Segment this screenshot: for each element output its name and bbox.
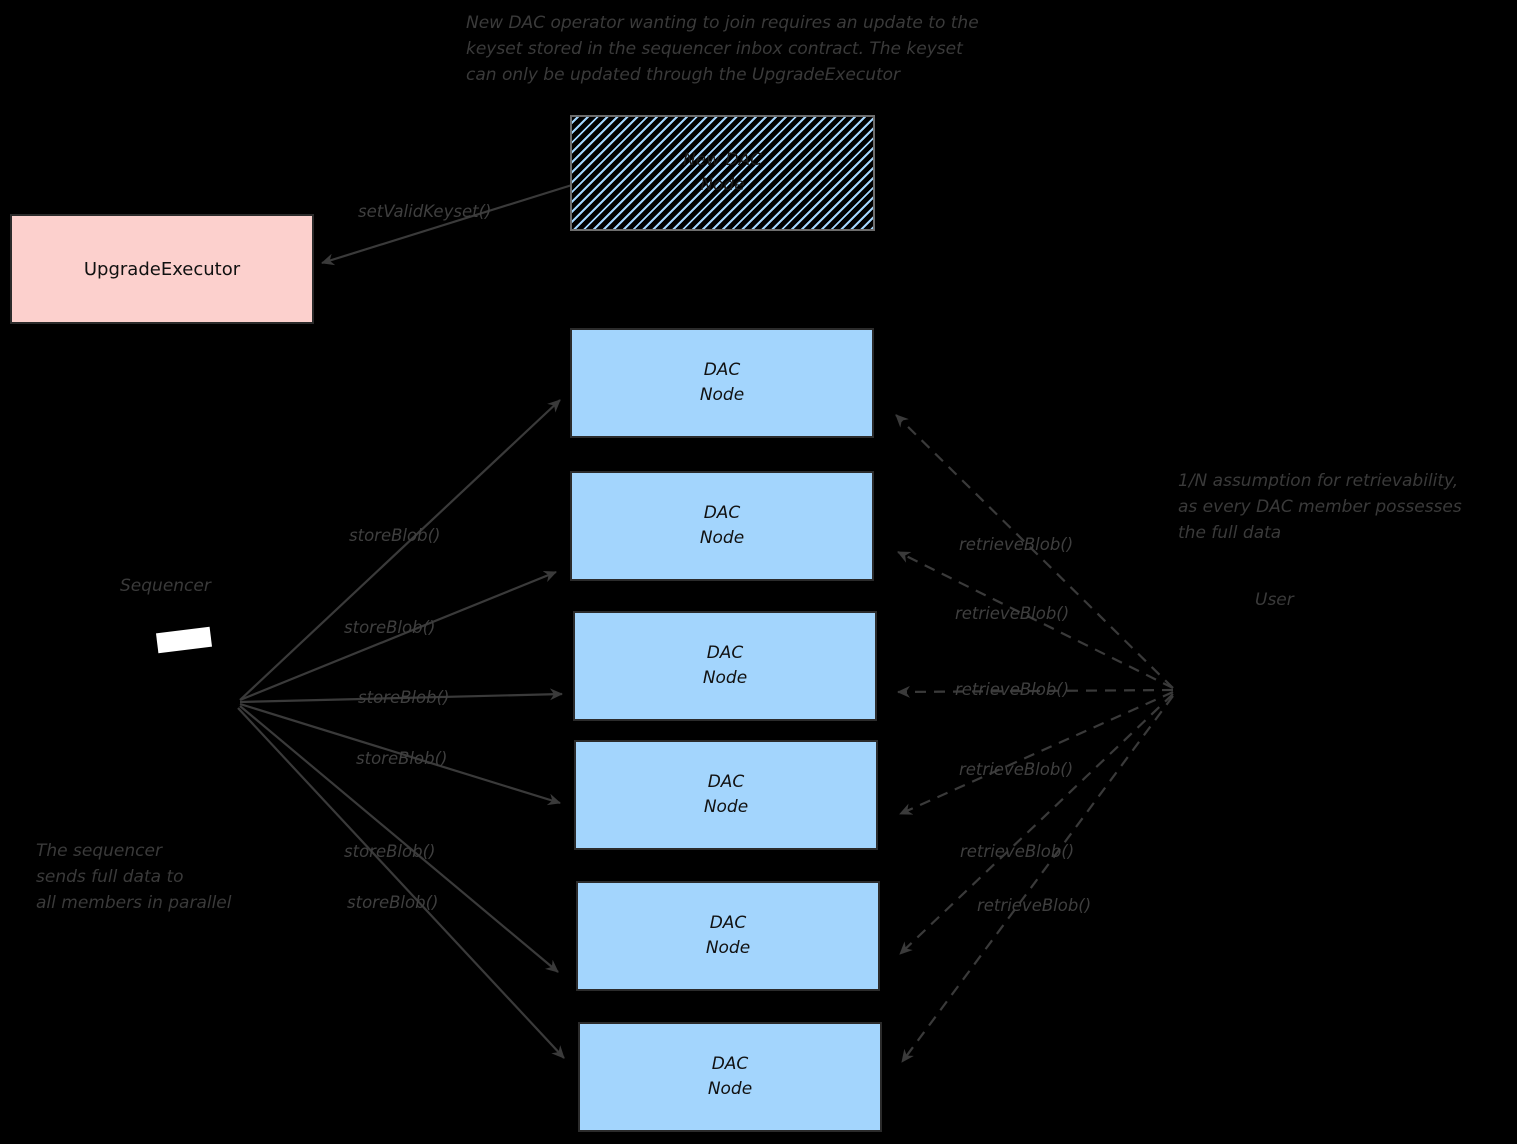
arrow-store-blob-1: [239, 399, 561, 701]
sequencer-label: Sequencer: [120, 576, 211, 596]
note-sequencer-parallel: The sequencer sends full data to all mem…: [36, 841, 232, 913]
edge-label-store-blob-3: storeBlob(): [358, 688, 450, 707]
edge-label-store-blob-1: storeBlob(): [349, 526, 441, 545]
edge-label-store-blob-6: storeBlob(): [347, 893, 439, 912]
note-top-keyset: New DAC operator wanting to join require…: [466, 13, 979, 85]
dac-node-3-line1: DAC: [706, 643, 744, 663]
edge-label-store-blob-5: storeBlob(): [344, 842, 436, 861]
dac-node-box-4[interactable]: DAC Node: [574, 740, 878, 850]
dac-node-1-line1: DAC: [703, 360, 741, 380]
user-label: User: [1255, 590, 1294, 610]
dac-node-2-line1: DAC: [703, 503, 741, 523]
dac-node-6-line1: DAC: [711, 1054, 749, 1074]
dac-node-box-5[interactable]: DAC Node: [576, 881, 880, 991]
dac-node-box-3[interactable]: DAC Node: [573, 611, 877, 721]
arrow-set-valid-keyset: [321, 183, 573, 266]
new-dac-node-line2: Node: [700, 175, 745, 195]
arrow-retrieve-blob-5: [899, 693, 1174, 955]
new-dac-node-line1: New DAC: [682, 150, 763, 170]
sequencer-icon: [155, 626, 213, 654]
upgrade-executor-label: UpgradeExecutor: [83, 258, 241, 280]
arrow-retrieve-blob-6: [901, 695, 1174, 1063]
dac-node-5-line1: DAC: [709, 913, 747, 933]
edge-label-retrieve-blob-2: retrieveBlob(): [955, 604, 1070, 623]
edge-label-retrieve-blob-3: retrieveBlob(): [955, 680, 1070, 699]
note-retrievability: 1/N assumption for retrievability, as ev…: [1178, 471, 1462, 543]
dac-node-box-1[interactable]: DAC Node: [570, 328, 874, 438]
edge-label-set-valid-keyset: setValidKeyset(): [358, 202, 492, 221]
dac-node-4-line2: Node: [703, 797, 749, 817]
dac-node-1-line2: Node: [699, 385, 745, 405]
dac-node-2-line2: Node: [699, 528, 745, 548]
new-dac-node-box[interactable]: New DAC Node: [570, 115, 875, 231]
edge-label-retrieve-blob-4: retrieveBlob(): [959, 760, 1074, 779]
edge-label-retrieve-blob-5: retrieveBlob(): [960, 842, 1075, 861]
dac-node-6-line2: Node: [707, 1079, 753, 1099]
edge-label-retrieve-blob-6: retrieveBlob(): [977, 896, 1092, 915]
edge-label-store-blob-4: storeBlob(): [356, 749, 448, 768]
dac-node-3-line2: Node: [702, 668, 748, 688]
dac-node-4-line1: DAC: [707, 772, 745, 792]
edge-label-retrieve-blob-1: retrieveBlob(): [959, 535, 1074, 554]
dac-node-box-6[interactable]: DAC Node: [578, 1022, 882, 1132]
arrow-retrieve-blob-4: [899, 690, 1174, 816]
edge-label-store-blob-2: storeBlob(): [344, 618, 436, 637]
dac-node-5-line2: Node: [705, 938, 751, 958]
dac-node-box-2[interactable]: DAC Node: [570, 471, 874, 581]
upgrade-executor-box[interactable]: UpgradeExecutor: [10, 214, 314, 324]
